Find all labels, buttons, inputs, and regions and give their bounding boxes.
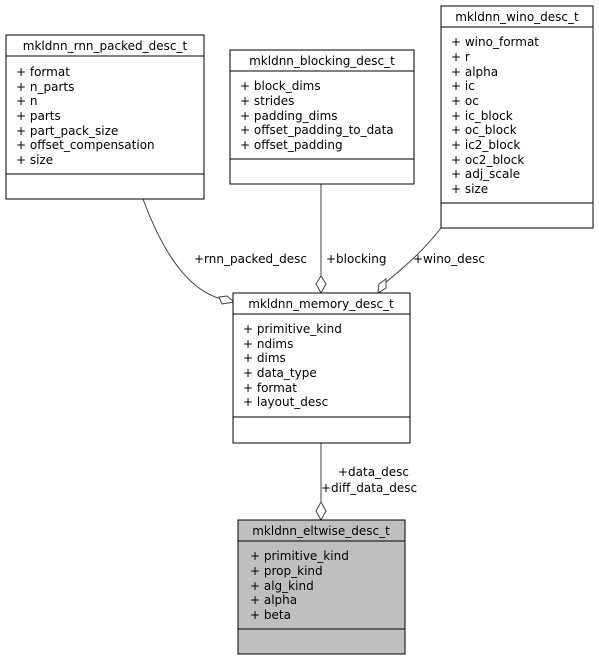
class-title: mkldnn_wino_desc_t: [455, 10, 579, 24]
edge-label-diff-data-desc: +diff_data_desc: [321, 481, 417, 495]
edge-wino-to-memory: [384, 227, 442, 284]
edge-rnn-packed-to-memory: [142, 198, 223, 300]
class-box-rnn-packed-desc: mkldnn_rnn_packed_desc_t + format + n_pa…: [5, 34, 205, 200]
class-box-memory-desc: mkldnn_memory_desc_t + primitive_kind + …: [232, 292, 411, 444]
class-attribute: + alg_kind: [250, 579, 314, 593]
class-attribute: + ic: [451, 79, 475, 93]
class-box-blocking-desc: mkldnn_blocking_desc_t + block_dims + st…: [229, 49, 415, 185]
class-attribute: + adj_scale: [451, 167, 520, 181]
aggregation-diamond-eltwise: [315, 500, 327, 522]
class-attribute: + oc2_block: [451, 153, 524, 167]
class-attribute: + format: [16, 65, 70, 79]
class-attribute: + prop_kind: [250, 564, 323, 578]
class-attribute: + offset_compensation: [16, 138, 155, 152]
class-title: mkldnn_blocking_desc_t: [249, 54, 395, 68]
class-attribute: + alpha: [451, 65, 498, 79]
class-attribute: + ndims: [243, 337, 293, 351]
class-attribute: + beta: [250, 608, 291, 622]
aggregation-diamond-blocking: [315, 275, 327, 295]
class-attribute: + primitive_kind: [243, 322, 342, 336]
aggregation-diamond-wino: [377, 278, 387, 294]
class-attribute: + oc_block: [451, 123, 517, 137]
class-box-eltwise-desc: mkldnn_eltwise_desc_t + primitive_kind +…: [237, 519, 406, 655]
edge-label-blocking: +blocking: [326, 252, 386, 266]
edge-label-rnn-packed-desc: +rnn_packed_desc: [194, 252, 307, 266]
class-attribute: + size: [451, 182, 488, 196]
class-attribute: + data_type: [243, 366, 317, 380]
class-attribute: + part_pack_size: [16, 124, 118, 138]
class-title: mkldnn_rnn_packed_desc_t: [23, 39, 188, 53]
class-attribute: + layout_desc: [243, 395, 328, 409]
class-attribute: + strides: [240, 94, 294, 108]
class-attribute: + oc: [451, 94, 479, 108]
class-attribute: + offset_padding: [240, 138, 343, 152]
class-attribute: + padding_dims: [240, 109, 338, 123]
class-attribute: + dims: [243, 351, 286, 365]
class-attribute: + block_dims: [240, 79, 321, 93]
edges: [142, 184, 442, 522]
class-attribute: + size: [16, 153, 53, 167]
class-attribute: + r: [451, 50, 470, 64]
aggregation-diamond-rnn-packed: [218, 295, 236, 305]
class-attribute: + wino_format: [451, 35, 539, 49]
class-attribute: + ic_block: [451, 109, 513, 123]
edge-label-wino-desc: +wino_desc: [413, 252, 485, 266]
class-box-wino-desc: mkldnn_wino_desc_t + wino_format + r + a…: [440, 5, 594, 229]
class-attribute: + format: [243, 381, 297, 395]
class-title: mkldnn_eltwise_desc_t: [252, 524, 390, 538]
class-attribute: + alpha: [250, 593, 297, 607]
class-attribute: + n: [16, 94, 37, 108]
class-title: mkldnn_memory_desc_t: [248, 297, 394, 311]
class-attribute: + parts: [16, 109, 61, 123]
edge-labels: +rnn_packed_desc +blocking +wino_desc +d…: [194, 252, 485, 495]
class-attribute: + ic2_block: [451, 138, 520, 152]
class-attribute: + n_parts: [16, 80, 74, 94]
edge-label-data-desc: +data_desc: [338, 465, 409, 479]
class-attribute: + primitive_kind: [250, 549, 349, 563]
class-attribute: + offset_padding_to_data: [240, 123, 394, 137]
